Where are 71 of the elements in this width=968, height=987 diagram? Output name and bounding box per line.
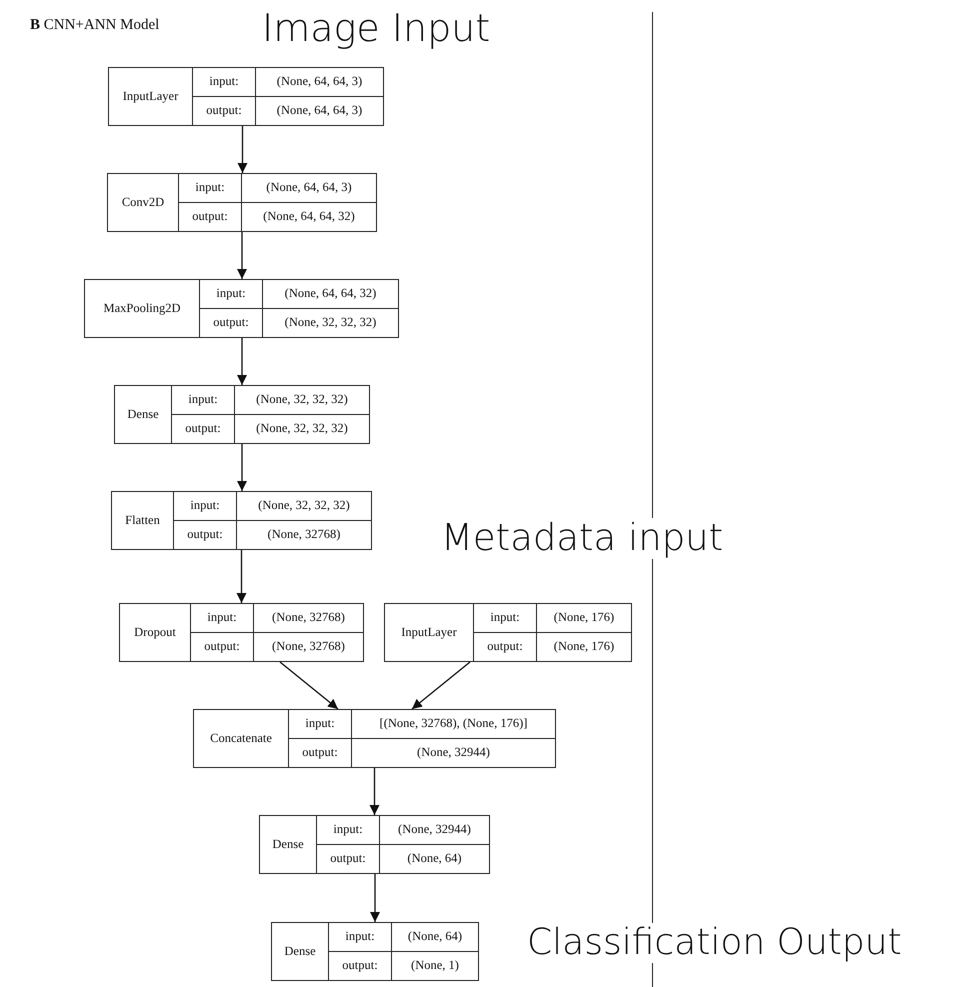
layer-box <box>193 709 556 768</box>
port-label: input: <box>474 604 537 632</box>
shape-value: (None, 1) <box>410 957 460 974</box>
arrow <box>412 662 470 710</box>
shape-value: (None, 64, 64, 3) <box>256 68 383 96</box>
arrow <box>370 874 380 922</box>
section-label: Classification Output <box>527 923 902 963</box>
shape-value: (None, 64) <box>392 923 478 952</box>
port-label: output: <box>317 844 380 873</box>
layer-name: Concatenate <box>194 710 289 767</box>
figure-title: B CNN+ANN Model <box>30 17 160 34</box>
arrow <box>370 768 380 815</box>
arrow <box>237 232 247 279</box>
port-label: input: <box>193 68 256 96</box>
port-label: input: <box>317 816 380 844</box>
layer-box <box>384 603 632 662</box>
shape-value: (None, 64, 64, 3) <box>242 174 376 202</box>
layer-name: Dense <box>272 923 329 980</box>
layer-name: MaxPooling2D <box>85 280 200 337</box>
arrow <box>236 550 246 603</box>
port-label: input: <box>329 923 392 952</box>
port-label: input: <box>172 386 235 414</box>
layer-box <box>108 67 384 126</box>
port-label: input: <box>200 280 263 308</box>
layer-name: Dropout <box>120 604 191 661</box>
port-label: output: <box>172 414 235 443</box>
layer-name: Dense <box>260 816 317 873</box>
layer-box <box>119 603 364 662</box>
port-label: output: <box>289 738 352 767</box>
shape-value: (None, 64, 64, 32) <box>263 280 398 308</box>
layer-box <box>84 279 399 338</box>
arrow <box>237 444 247 491</box>
shape-value: (None, 32, 32, 32) <box>235 386 369 414</box>
layer-box <box>271 922 479 981</box>
arrow <box>238 126 248 173</box>
layer-box <box>107 173 377 232</box>
shape-value: (None, 32944) <box>416 744 491 762</box>
arrow <box>280 662 338 710</box>
port-label: input: <box>179 174 242 202</box>
port-label: input: <box>289 710 352 738</box>
shape-value: (None, 64) <box>406 850 463 868</box>
shape-value: (None, 176) <box>537 604 631 632</box>
shape-value: (None, 32768) <box>254 604 363 632</box>
shape-value: (None, 32768) <box>271 638 346 656</box>
layer-name: InputLayer <box>385 604 474 661</box>
shape-value: (None, 64, 64, 32) <box>262 208 356 226</box>
port-label: output: <box>174 520 237 549</box>
layer-box <box>114 385 370 444</box>
shape-value: (None, 32768) <box>266 526 342 544</box>
port-label: output: <box>191 632 254 661</box>
port-label: output: <box>193 96 256 125</box>
shape-value: (None, 64, 64, 3) <box>276 102 364 120</box>
shape-value: [(None, 32768), (None, 176)] <box>352 710 555 738</box>
layer-box <box>111 491 372 550</box>
layer-name: Flatten <box>112 492 174 549</box>
arrow <box>237 338 247 385</box>
port-label: input: <box>191 604 254 632</box>
port-label: output: <box>474 632 537 661</box>
port-label: output: <box>179 202 242 231</box>
port-label: input: <box>174 492 237 520</box>
shape-value: (None, 176) <box>552 638 616 656</box>
layer-box <box>259 815 490 874</box>
layer-name: Conv2D <box>108 174 179 231</box>
port-label: output: <box>329 952 392 980</box>
layer-name: Dense <box>115 386 172 443</box>
port-label: output: <box>200 308 263 337</box>
shape-value: (None, 32, 32, 32) <box>284 314 378 332</box>
layer-name: InputLayer <box>109 68 193 125</box>
shape-value: (None, 32, 32, 32) <box>255 420 349 438</box>
shape-value: (None, 32944) <box>380 816 489 844</box>
shape-value: (None, 32, 32, 32) <box>237 492 371 520</box>
